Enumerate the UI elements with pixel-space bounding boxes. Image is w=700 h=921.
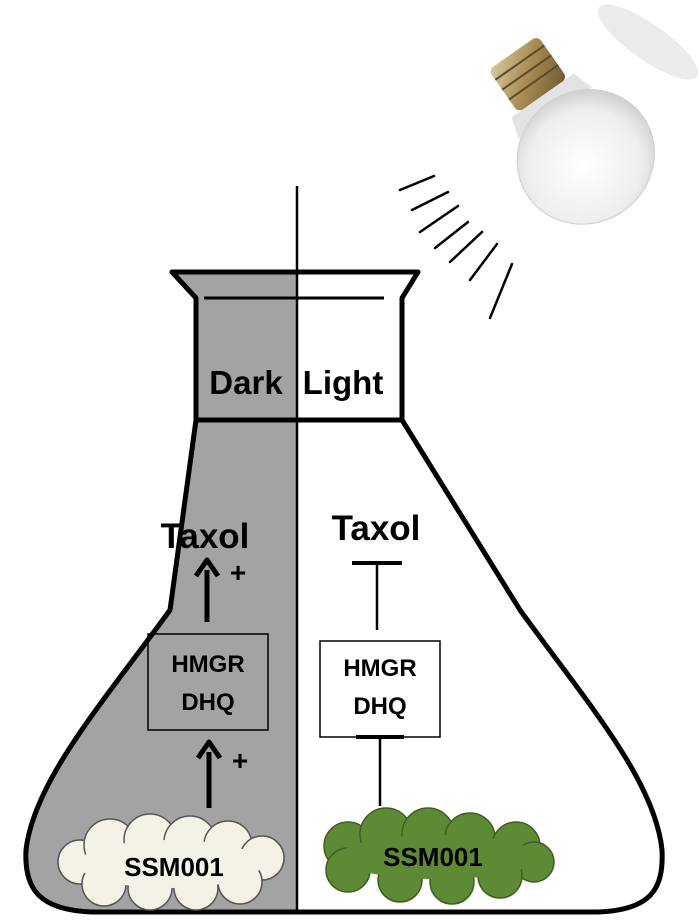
- light-culture: SSM001: [323, 807, 555, 905]
- dark-label: Dark: [209, 364, 283, 401]
- light-gene-hmgr: HMGR: [343, 655, 416, 682]
- dark-bottom-plus: +: [232, 745, 248, 776]
- flask-outline: [23, 269, 665, 915]
- light-half-fill: [297, 272, 663, 912]
- light-culture-label: SSM001: [383, 842, 483, 872]
- dark-top-plus: +: [230, 557, 246, 588]
- dark-taxol-label: Taxol: [161, 517, 250, 556]
- dark-culture-label: SSM001: [124, 852, 224, 882]
- dark-top-arrow-head: [193, 557, 221, 578]
- light-label: Light: [303, 364, 384, 401]
- light-gene-dhq: DHQ: [353, 693, 406, 720]
- light-bulb-icon: [490, 4, 699, 225]
- flask-interior: [25, 272, 663, 912]
- dark-pathway: Taxol + HMGR DHQ +: [147, 517, 269, 808]
- dark-gene-box: [147, 633, 269, 731]
- dark-culture: SSM001: [57, 813, 285, 911]
- light-taxol-label: Taxol: [332, 509, 421, 548]
- dark-gene-dhq: DHQ: [181, 689, 234, 716]
- dark-bottom-arrow-head: [195, 739, 223, 760]
- light-pathway: Taxol HMGR DHQ: [319, 509, 441, 806]
- dark-gene-hmgr: HMGR: [171, 651, 244, 678]
- light-ray-icon: [398, 174, 514, 320]
